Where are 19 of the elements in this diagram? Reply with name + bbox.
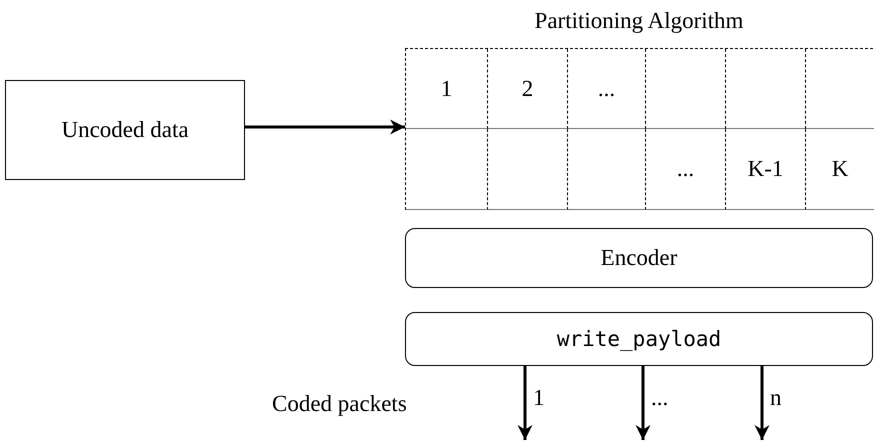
grid-cell [488, 129, 568, 210]
grid-cell: K-1 [726, 129, 806, 210]
grid-cell [406, 129, 488, 210]
grid-cell [726, 49, 806, 129]
process-box: write_payload [405, 312, 873, 366]
grid-cell: ... [568, 49, 646, 129]
grid-cell: 1 [406, 49, 488, 129]
grid-cell: ... [646, 129, 726, 210]
annotation-text: Coded packets [272, 392, 407, 415]
process-box: Uncoded data [5, 80, 245, 180]
arrow [245, 120, 405, 134]
process-box: Encoder [405, 228, 873, 288]
arrow [636, 366, 650, 440]
grid-cell: 2 [488, 49, 568, 129]
grid-cell [646, 49, 726, 129]
table-title: Partitioning Algorithm [534, 8, 744, 33]
arrow [754, 366, 770, 440]
grid-cell [568, 129, 646, 210]
arrow [518, 366, 532, 440]
